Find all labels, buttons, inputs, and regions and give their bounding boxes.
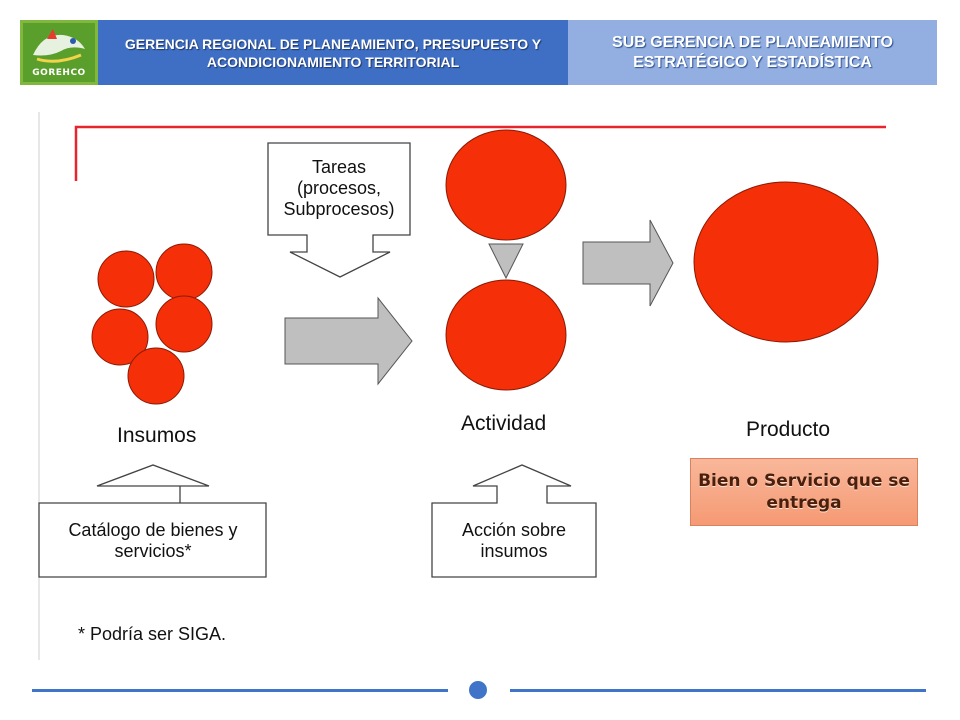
bird-map-icon bbox=[33, 29, 85, 63]
accion-callout-text: Acción sobre insumos bbox=[461, 520, 567, 561]
footer-line-left bbox=[32, 689, 448, 692]
insumo-circle bbox=[127, 347, 185, 405]
tareas-callout-shape bbox=[267, 142, 411, 278]
footnote: * Podría ser SIGA. bbox=[78, 624, 227, 644]
insumos-circles bbox=[91, 243, 213, 405]
insumo-circle bbox=[91, 308, 149, 366]
producto-note-box: Bien o Servicio que se entrega bbox=[690, 458, 918, 526]
actividad-label: Actividad bbox=[461, 412, 547, 435]
footer-dot bbox=[469, 681, 487, 699]
producto-label: Producto bbox=[746, 418, 831, 441]
insumos-label: Insumos bbox=[117, 424, 197, 447]
arrow-to-actividad bbox=[284, 296, 413, 386]
producto-circle bbox=[693, 181, 879, 343]
catalogo-callout-shape bbox=[38, 464, 267, 578]
catalogo-callout-text: Catálogo de bienes y servicios* bbox=[68, 520, 238, 561]
header-banner: GOREHCO GERENCIA REGIONAL DE PLANEAMIENT… bbox=[20, 20, 937, 85]
tareas-callout-text: Tareas (procesos, Subprocesos) bbox=[283, 156, 395, 219]
insumo-circle bbox=[155, 243, 213, 301]
insumo-circle bbox=[97, 250, 155, 308]
header-left-title: GERENCIA REGIONAL DE PLANEAMIENTO, PRESU… bbox=[98, 20, 568, 85]
arrow-to-producto bbox=[582, 219, 674, 307]
gorehco-logo: GOREHCO bbox=[20, 20, 98, 85]
insumo-circle bbox=[155, 295, 213, 353]
actividad-bottom-circle bbox=[445, 279, 567, 391]
header-right-title: SUB GERENCIA DE PLANEAMIENTO ESTRATÉGICO… bbox=[568, 20, 937, 85]
actividad-top-circle bbox=[445, 129, 567, 241]
footer-line-right bbox=[510, 689, 926, 692]
down-triangle-icon bbox=[488, 243, 524, 280]
red-bracket-line bbox=[74, 125, 886, 181]
logo-text: GOREHCO bbox=[32, 68, 86, 78]
accion-callout-shape bbox=[431, 464, 597, 578]
